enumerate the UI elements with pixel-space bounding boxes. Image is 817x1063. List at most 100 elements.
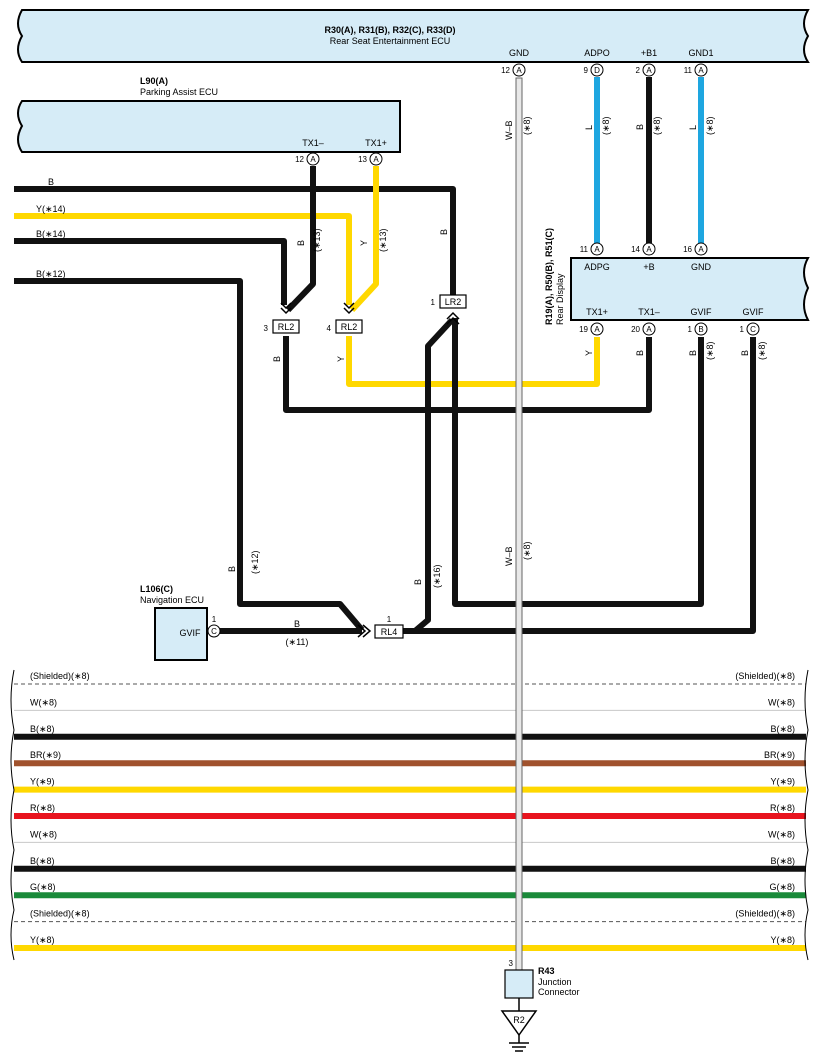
lbl-top-b: B xyxy=(48,177,54,187)
svg-text:11: 11 xyxy=(580,245,589,254)
parking-ecu-ids: L90(A) xyxy=(140,76,168,86)
lbl-s16: (∗16) xyxy=(432,564,442,588)
lbl-b-tx1m: B xyxy=(296,240,306,246)
svg-text:A: A xyxy=(594,245,600,254)
rear-seat-entertainment-ecu[interactable]: R30(A), R31(B), R32(C), R33(D) Rear Seat… xyxy=(17,9,810,63)
svg-text:12: 12 xyxy=(501,66,510,75)
nav-pin-gvif-label: GVIF xyxy=(179,628,201,638)
navigation-ecu[interactable]: L106(C) Navigation ECU GVIF xyxy=(140,584,208,661)
rd-pin-tx1m-label: TX1– xyxy=(638,307,660,317)
svg-text:A: A xyxy=(646,245,652,254)
wire-b-top xyxy=(14,186,456,306)
rear-display-ids: R19(A), R50(B), R51(C) xyxy=(544,228,554,325)
parking-pin-tx1p-label: TX1+ xyxy=(365,138,387,148)
rear-display-name: Rear Display xyxy=(555,273,565,325)
parking-ecu-name: Parking Assist ECU xyxy=(140,87,218,97)
lbl-b-nav: B xyxy=(294,619,300,629)
wire-wb-ground xyxy=(515,77,523,972)
svg-text:C: C xyxy=(211,627,217,636)
svg-text:1: 1 xyxy=(688,325,693,334)
lbl-s12low: (∗12) xyxy=(250,550,260,574)
svg-text:C: C xyxy=(750,325,756,334)
lbl-b-lr2: B xyxy=(439,229,449,235)
wire-tx1m-parking xyxy=(285,166,316,313)
wire-tx1p-parking xyxy=(349,166,379,313)
svg-text:20: 20 xyxy=(631,325,640,334)
bundle-label-left-7: B(∗8) xyxy=(30,856,55,866)
lbl-l-adpo: L xyxy=(584,125,594,130)
pin-rd-tx1p: 19 A xyxy=(579,322,604,336)
svg-text:B: B xyxy=(698,325,703,334)
lbl-s13b: (∗13) xyxy=(378,228,388,252)
bundle-label-right-8: G(∗8) xyxy=(769,882,795,892)
pin-rd-adpg: 11 A xyxy=(580,242,604,256)
rse-pin-gnd1-label: GND1 xyxy=(688,48,713,58)
pin-rse-gnd: 12 A xyxy=(501,63,526,77)
svg-text:D: D xyxy=(594,66,600,75)
parking-assist-ecu[interactable]: L90(A) Parking Assist ECU TX1– TX1+ xyxy=(17,76,401,153)
lbl-b-rl2: B xyxy=(272,356,282,362)
lbl-wb-low: W–B xyxy=(504,546,514,566)
bundle-label-right-4: Y(∗9) xyxy=(770,777,795,787)
relay-rl2-a[interactable]: 3 RL2 xyxy=(264,302,300,334)
svg-text:2: 2 xyxy=(636,66,641,75)
rd-pin-adpg-label: ADPG xyxy=(584,262,610,272)
svg-text:12: 12 xyxy=(295,155,304,164)
svg-text:1: 1 xyxy=(212,615,217,624)
bundle-label-right-1: W(∗8) xyxy=(768,697,795,707)
lbl-b12: B(∗12) xyxy=(36,269,66,279)
rear-display[interactable]: R19(A), R50(B), R51(C) Rear Display ADPG… xyxy=(544,228,810,325)
rd-pin-b-label: +B xyxy=(643,262,654,272)
bundle-label-left-1: W(∗8) xyxy=(30,697,57,707)
relay-rl4[interactable]: 1 RL4 xyxy=(357,615,404,639)
lbl-s13a: (∗13) xyxy=(312,228,322,252)
rse-pin-gnd-label: GND xyxy=(509,48,530,58)
pin-rd-gvif-b: 1 B xyxy=(688,322,708,336)
relay-lr2[interactable]: 1 LR2 xyxy=(431,294,467,325)
rl4-num: 1 xyxy=(387,615,392,624)
wire-gvif-b xyxy=(452,318,704,607)
pin-parking-tx1m: 12 A xyxy=(295,152,320,166)
lbl-b-16: B xyxy=(413,579,423,585)
rl2a-label: RL2 xyxy=(278,322,295,332)
pin-nav-gvif: 1 C xyxy=(207,615,221,638)
svg-text:13: 13 xyxy=(358,155,367,164)
svg-text:14: 14 xyxy=(631,245,640,254)
lbl-s8-adpo: (∗8) xyxy=(601,116,611,135)
bundle-label-left-8: G(∗8) xyxy=(30,882,56,892)
rl2a-num: 3 xyxy=(264,324,269,333)
svg-text:A: A xyxy=(516,66,522,75)
rd-pin-gnd-label: GND xyxy=(691,262,712,272)
junction-pin: 3 xyxy=(509,959,514,968)
svg-text:A: A xyxy=(310,155,316,164)
bundle-label-right-0: (Shielded)(∗8) xyxy=(735,671,795,681)
lbl-y-rl2: Y xyxy=(336,356,346,362)
bundle-label-right-9: (Shielded)(∗8) xyxy=(735,909,795,919)
bundle-label-left-6: W(∗8) xyxy=(30,829,57,839)
junction-connector[interactable]: 3 R43 Junction Connector xyxy=(504,959,580,1011)
lbl-b-gvif2: B xyxy=(740,350,750,356)
lr2-num: 1 xyxy=(431,298,436,307)
shielded-bundle: (Shielded)(∗8) (Shielded)(∗8) W(∗8) W(∗8) B(… xyxy=(14,671,806,951)
relay-rl2-b[interactable]: 4 RL2 xyxy=(327,302,363,334)
nav-ecu-name: Navigation ECU xyxy=(140,595,204,605)
bundle-label-right-10: Y(∗8) xyxy=(770,935,795,945)
pin-rd-gvif-c: 1 C xyxy=(740,322,760,336)
lbl-b-b1: B xyxy=(635,124,645,130)
wire-rl2-tx1m xyxy=(283,336,652,413)
bundle-label-left-5: R(∗8) xyxy=(30,803,55,813)
lbl-y14: Y(∗14) xyxy=(36,204,66,214)
rd-pin-gvif-c-label: GVIF xyxy=(742,307,764,317)
lbl-s8-gvif: (∗8) xyxy=(705,341,715,360)
wire-rl4-lr2 xyxy=(413,317,455,634)
pin-rd-gnd: 16 A xyxy=(683,242,708,256)
rd-pin-gvif-b-label: GVIF xyxy=(690,307,712,317)
wire-b12 xyxy=(14,278,365,632)
lbl-y-tx1p-d: Y xyxy=(584,350,594,356)
bundle-label-left-10: Y(∗8) xyxy=(30,935,55,945)
rl2b-num: 4 xyxy=(327,324,332,333)
bundle-label-left-9: (Shielded)(∗8) xyxy=(30,909,90,919)
bundle-breaks xyxy=(10,669,809,961)
lbl-s11: (∗11) xyxy=(286,637,309,647)
rse-ecu-ids: R30(A), R31(B), R32(C), R33(D) xyxy=(324,25,455,35)
